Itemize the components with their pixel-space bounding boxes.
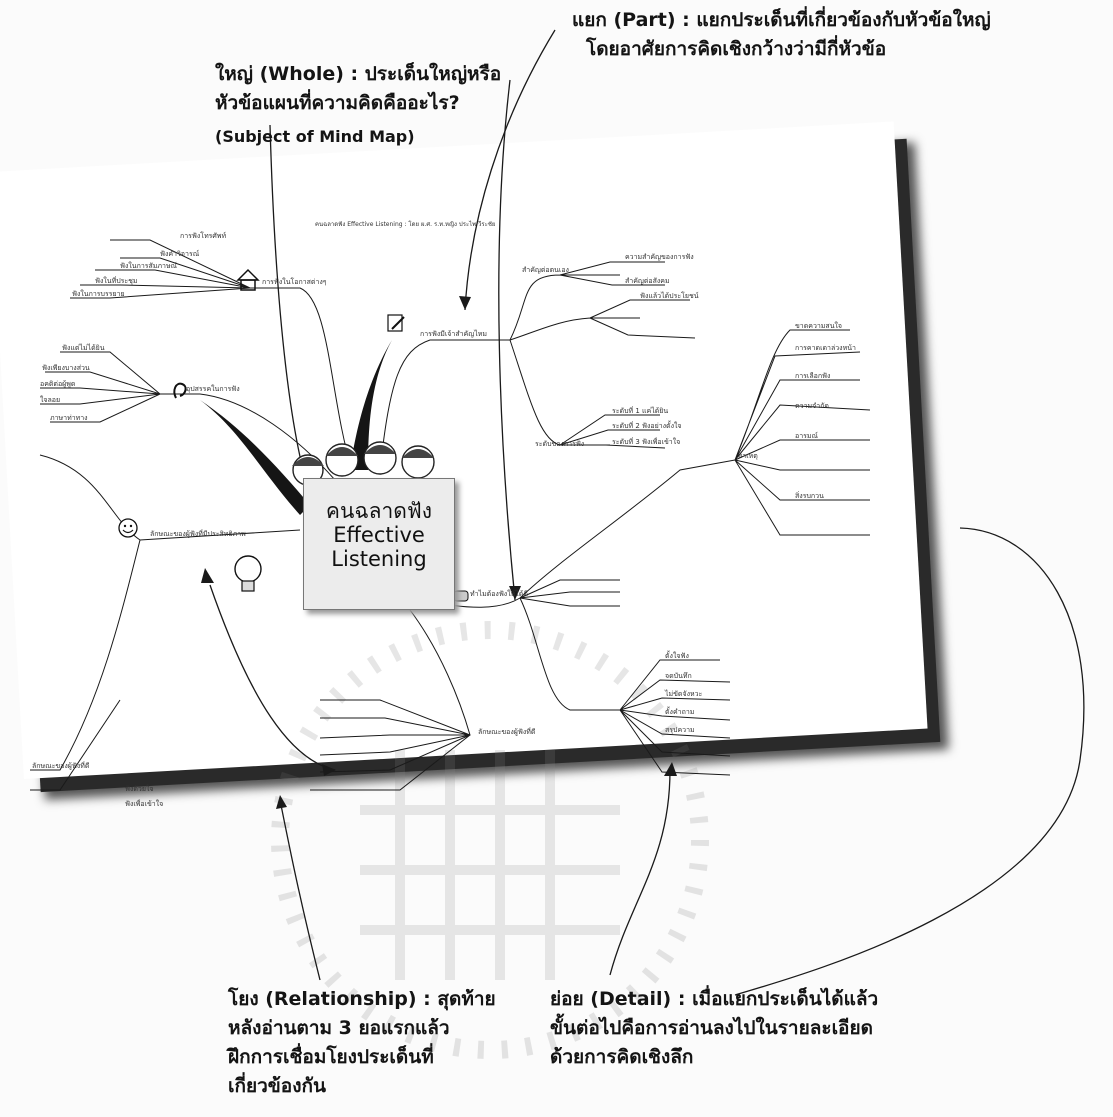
leaf-i3: สำคัญต่อสังคม [625,277,670,285]
annotation-detail-line2: ขั้นต่อไปคือการอ่านลงไปในรายละเอียด [550,1017,873,1039]
leaf-i5: ระดับของการฟัง [535,440,585,448]
annotation-part-line1: แยก (Part) : แยกประเด็นที่เกี่ยวข้องกับห… [572,9,991,31]
leaf-i4: ฟังแล้วได้ประโยชน์ [640,292,699,300]
leaf-b2: ฟังเพียงบางส่วน [42,364,90,372]
leaf-t2: ขาดความสนใจ [795,322,842,330]
central-topic-line2: Effective [333,523,425,547]
leaf-c1: ตั้งใจฟัง [665,652,689,660]
leaf-c4: ตั้งคำถาม [665,708,695,716]
annotation-whole-line2: หัวข้อแผนที่ความคิดคืออะไร? [215,92,460,114]
leaf-b1: ฟังแต่ไม่ได้ยิน [62,344,105,352]
annotation-detail: ย่อย (Detail) : เมื่อแยกประเด็นได้แล้ว ข… [550,985,878,1072]
central-topic-line1: คนฉลาดฟัง [325,499,433,523]
pencil-note-icon [387,314,405,332]
leaf-c5: สรุปความ [665,726,695,734]
annotation-relationship: โยง (Relationship) : สุดท้าย หลังอ่านตาม… [228,985,496,1101]
annotation-part-line2: โดยอาศัยการคิดเชิงกว้างว่ามีกี่หัวข้อ [586,38,887,60]
central-topic: คนฉลาดฟัง Effective Listening [303,478,455,610]
leaf-b3: อคติต่อผู้พูด [40,380,76,388]
leaf-i2: สำคัญต่อตนเอง [522,266,569,274]
branch-tips: ทำไมต้องฟังให้ได้ดี [470,590,528,598]
ear-icon [173,382,187,399]
leaf-i6: ระดับที่ 1 แค่ได้ยิน [612,407,669,415]
leaf-t1: สาเหตุ [738,452,758,460]
annotation-relationship-line1: โยง (Relationship) : สุดท้าย [228,988,496,1010]
leaf-t6: อารมณ์ [795,432,819,440]
mindmap-header: คนฉลาดฟัง Effective Listening : โดย ผ.ศ.… [315,221,496,228]
leaf-e3: ฟังเพื่อเข้าใจ [125,800,164,808]
branch-effective-traits: ลักษณะของผู้ฟังที่มีประสิทธิภาพ [150,530,246,538]
leaf-i7: ระดับที่ 2 ฟังอย่างตั้งใจ [612,422,682,430]
leaf-i1: ความสำคัญของการฟัง [625,253,694,261]
leaf-b5: ภาษาท่าทาง [50,414,88,422]
leaf-s4: ฟังในที่ประชุม [95,277,138,285]
annotation-detail-line1: ย่อย (Detail) : เมื่อแยกประเด็นได้แล้ว [550,988,879,1010]
annotation-part: แยก (Part) : แยกประเด็นที่เกี่ยวข้องกับห… [572,6,991,64]
branch-importance: การฟังมีเจ้าสำคัญไหม [420,330,487,338]
branch-characteristics: ลักษณะของผู้ฟังที่ดี [478,728,536,736]
annotation-whole: ใหญ่ (Whole) : ประเด็นใหญ่หรือ หัวข้อแผน… [215,60,501,151]
smiley-icon [118,518,138,538]
leaf-t5: ความจำกัด [795,402,829,410]
annotation-relationship-line2: หลังอ่านตาม 3 ยอแรกแล้ว [228,1017,450,1039]
cartoon-heads-icon [292,441,435,486]
leaf-t4: การเลือกฟัง [795,372,831,380]
leaf-s3: ฟังในการสัมภาษณ์ [120,262,178,270]
annotation-whole-line3: (Subject of Mind Map) [215,127,415,146]
leaf-i8: ระดับที่ 3 ฟังเพื่อเข้าใจ [612,438,681,446]
annotation-relationship-line3: ฝึกการเชื่อมโยงประเด็นที่ [228,1046,434,1068]
leaf-b4: ใจลอย [40,396,61,404]
leaf-s1: การฟังโทรศัพท์ [180,232,227,240]
annotation-whole-line1: ใหญ่ (Whole) : ประเด็นใหญ่หรือ [215,63,502,85]
house-icon [236,268,260,291]
leaf-t7: สิ่งรบกวน [795,492,824,500]
branch-barriers: อุปสรรคในการฟัง [186,385,240,393]
central-topic-line3: Listening [331,547,427,571]
leaf-s2: ฟังคำวิจารณ์ [160,250,200,258]
leaf-t3: การคาดเดาล่วงหน้า [795,344,856,352]
lightbulb-icon [234,555,262,592]
leaf-c3: ไม่ขัดจังหวะ [665,690,703,698]
leaf-e2: ฟังด้วยใจ [125,785,154,793]
thumbs-icon [453,590,469,602]
branch-situations: การฟังในโอกาสต่างๆ [262,278,327,286]
annotation-relationship-line4: เกี่ยวข้องกัน [228,1075,326,1097]
leaf-s5: ฟังในการบรรยาย [72,290,125,298]
leaf-c2: จดบันทึก [665,672,692,680]
leaf-e1: ลักษณะของผู้ฟังที่ดี [32,762,90,770]
annotation-detail-line3: ด้วยการคิดเชิงลึก [550,1046,694,1068]
